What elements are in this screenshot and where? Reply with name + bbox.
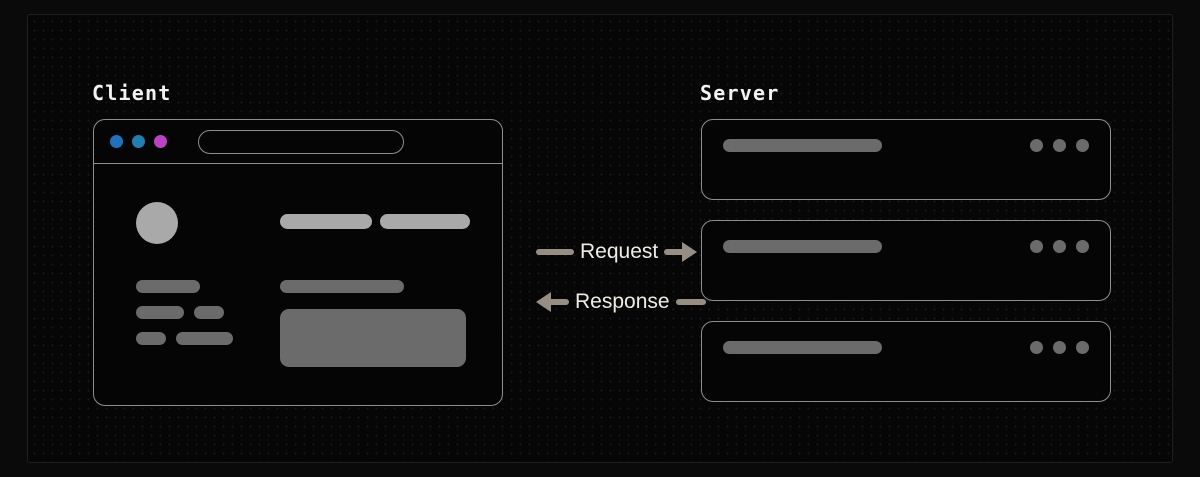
page-title-server: Server [700,81,780,105]
diagram-panel: Client Server [27,14,1173,463]
page-title-client: Client [92,81,172,105]
window-controls [110,135,167,148]
status-dot-icon [1076,240,1089,253]
url-input[interactable] [198,130,404,154]
heading-bar-1 [280,214,372,229]
heading-bar-2 [380,214,470,229]
status-dot-icon [1076,139,1089,152]
flow-label-response: Response [575,290,670,313]
browser-viewport [94,164,502,405]
arrow-right-icon [682,241,698,262]
window-dot-magenta-icon[interactable] [154,135,167,148]
server-name-bar [723,240,882,253]
client-browser-window [93,119,503,406]
status-dot-icon [1053,139,1066,152]
flow-request: Request [536,240,698,263]
status-dot-icon [1053,240,1066,253]
server-name-bar [723,341,882,354]
server-node-1[interactable] [701,119,1111,200]
flow-label-request: Request [580,240,659,263]
status-dot-icon [1030,139,1043,152]
server-name-bar [723,139,882,152]
arrow-left-icon [536,291,551,312]
status-dot-icon [1076,341,1089,354]
avatar [136,202,178,244]
window-dot-blue-icon[interactable] [110,135,123,148]
text-bar-4 [136,332,166,345]
status-dot-icon [1030,341,1043,354]
window-dot-cyan-icon[interactable] [132,135,145,148]
text-bar-3 [194,306,224,319]
request-line-right [664,248,683,255]
server-node-2[interactable] [701,220,1111,301]
server-status-dots [1030,240,1089,253]
browser-titlebar [94,120,502,164]
text-bar-2 [136,306,184,319]
status-dot-icon [1053,341,1066,354]
status-dot-icon [1030,240,1043,253]
image-placeholder-block [280,309,466,367]
server-node-3[interactable] [701,321,1111,402]
response-line-left [551,298,569,305]
response-line-right [675,298,706,305]
text-bar-6 [280,280,404,293]
server-status-dots [1030,341,1089,354]
text-bar-5 [176,332,233,345]
server-status-dots [1030,139,1089,152]
request-line-left [536,248,574,255]
flow-response: Response [536,291,706,312]
text-bar-1 [136,280,200,293]
server-stack [701,119,1111,402]
